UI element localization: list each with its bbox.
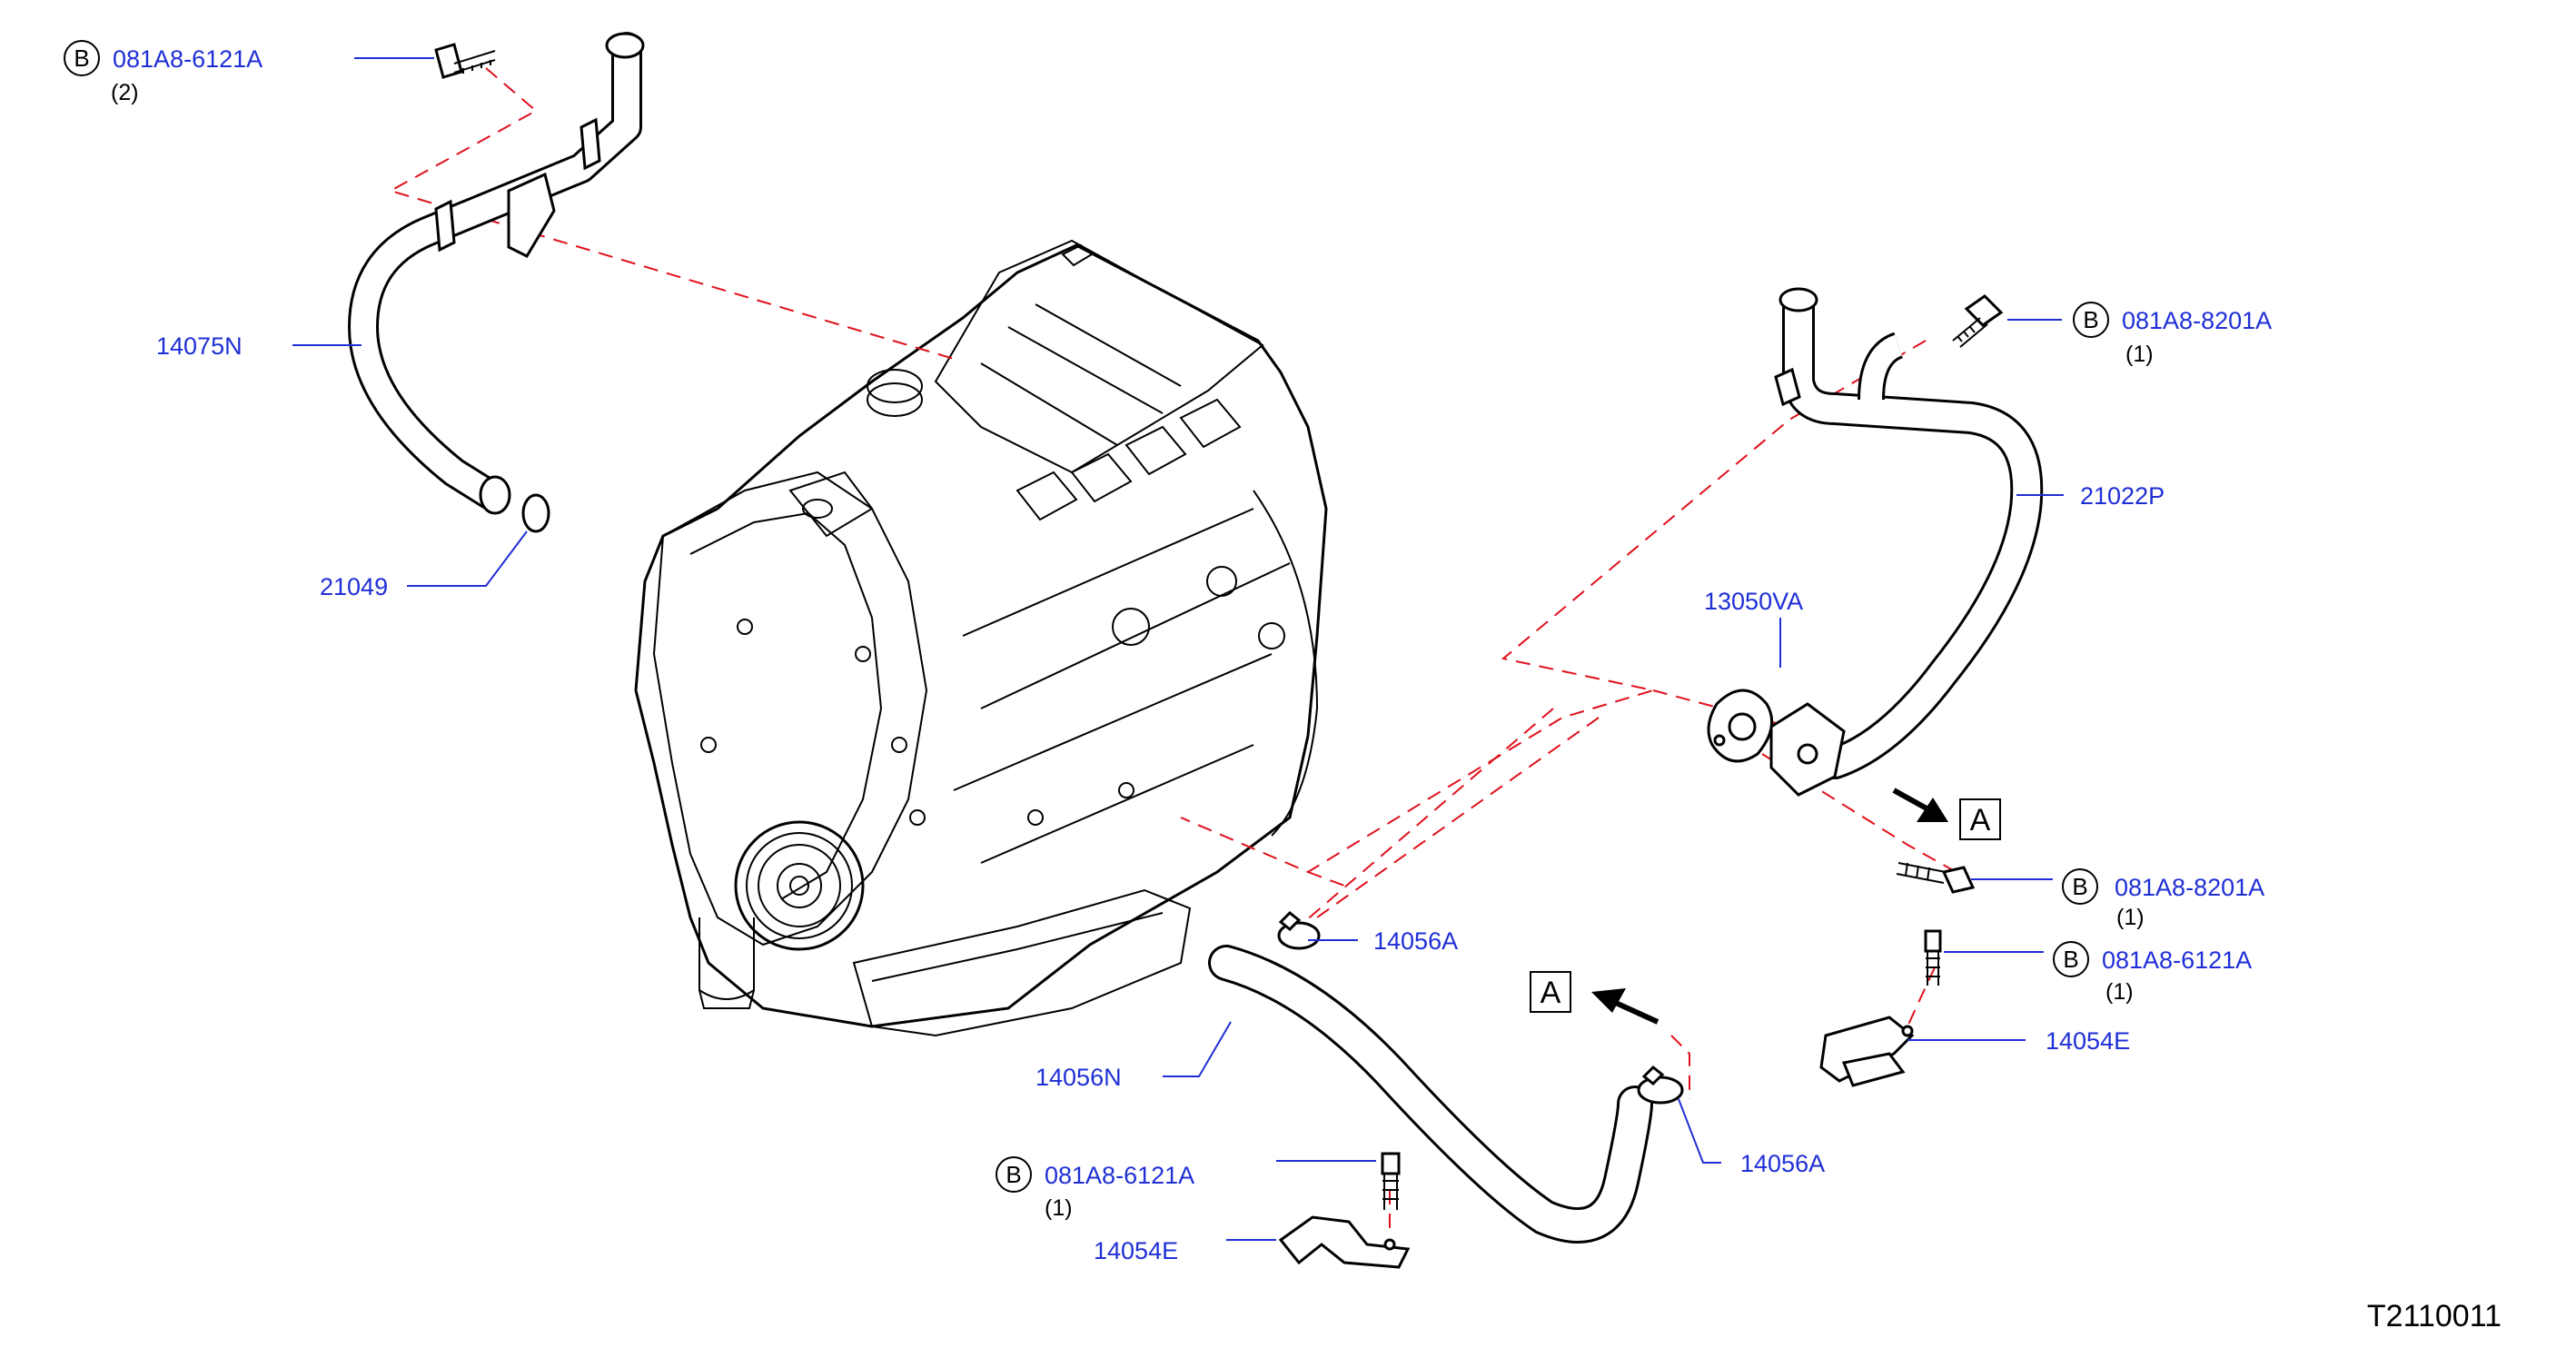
bolt-marker: B — [74, 45, 89, 72]
part-number: 081A8-6121A — [1045, 1162, 1194, 1189]
part-number: 081A8-8201A — [2115, 874, 2264, 901]
bolt-icon — [1924, 929, 1942, 986]
gasket-icon — [1707, 689, 1774, 763]
part-number: 14054E — [2046, 1027, 2130, 1055]
quantity: (1) — [2105, 979, 2134, 1005]
leader-lines — [292, 57, 2064, 1241]
bracket-icon — [1278, 1215, 1411, 1269]
callout-bolt-top-right: B 081A8-8201A (1) — [2073, 302, 2272, 367]
ref-box-label: A — [1541, 976, 1561, 1010]
part-number: 14056A — [1373, 927, 1458, 955]
arrow-icon — [1892, 788, 1948, 822]
part-number: 21022P — [2080, 482, 2165, 510]
callout-bolt-lower-right: B 081A8-6121A (1) — [2053, 941, 2252, 1005]
bolt-marker: B — [2083, 306, 2098, 333]
quantity: (2) — [111, 80, 139, 105]
part-number: 14056A — [1740, 1150, 1825, 1177]
o-ring-icon — [521, 493, 550, 533]
part-number: 14054E — [1094, 1237, 1178, 1264]
quantity: (1) — [1045, 1195, 1073, 1221]
quantity: (1) — [2116, 905, 2145, 930]
bolt-icon — [1952, 294, 2004, 348]
ref-box-label: A — [1970, 803, 1991, 838]
bolt-marker: B — [1006, 1161, 1021, 1188]
part-number: 081A8-8201A — [2122, 307, 2272, 334]
assembly-lines — [388, 67, 1954, 1235]
engine-icon — [634, 239, 1328, 1037]
bolt-icon — [1896, 862, 1976, 894]
part-number: 21049 — [320, 573, 388, 600]
part-number: 081A8-6121A — [2102, 947, 2252, 974]
bolt-marker: B — [2072, 873, 2087, 900]
arrow-icon — [1591, 988, 1660, 1025]
clamp-icon — [1277, 910, 1321, 950]
pipe-icon — [1769, 287, 2044, 797]
quantity: (1) — [2125, 342, 2154, 367]
ref-box-a-left: A — [1530, 971, 1571, 1013]
part-number: 14075N — [156, 332, 243, 360]
part-number: 13050VA — [1704, 588, 1803, 615]
bracket-icon — [1819, 1016, 1915, 1087]
ref-box-a-right: A — [1959, 798, 2001, 840]
diagram-code: T2110011 — [2367, 1299, 2502, 1333]
callout-bolt-top-left: B 081A8-6121A (2) — [64, 40, 263, 105]
bolt-icon — [434, 43, 496, 79]
callout-bolt-bottom: B 081A8-6121A (1) — [996, 1156, 1194, 1221]
pipe-icon — [348, 32, 645, 515]
part-number: 081A8-6121A — [113, 45, 263, 73]
callout-bolt-mid-right: B 081A8-8201A (1) — [2062, 868, 2264, 930]
hose-icon — [1208, 945, 1653, 1244]
bolt-icon — [1381, 1152, 1401, 1210]
clamp-icon — [1637, 1065, 1684, 1105]
bolt-marker: B — [2063, 946, 2078, 973]
part-number: 14056N — [1035, 1064, 1122, 1091]
